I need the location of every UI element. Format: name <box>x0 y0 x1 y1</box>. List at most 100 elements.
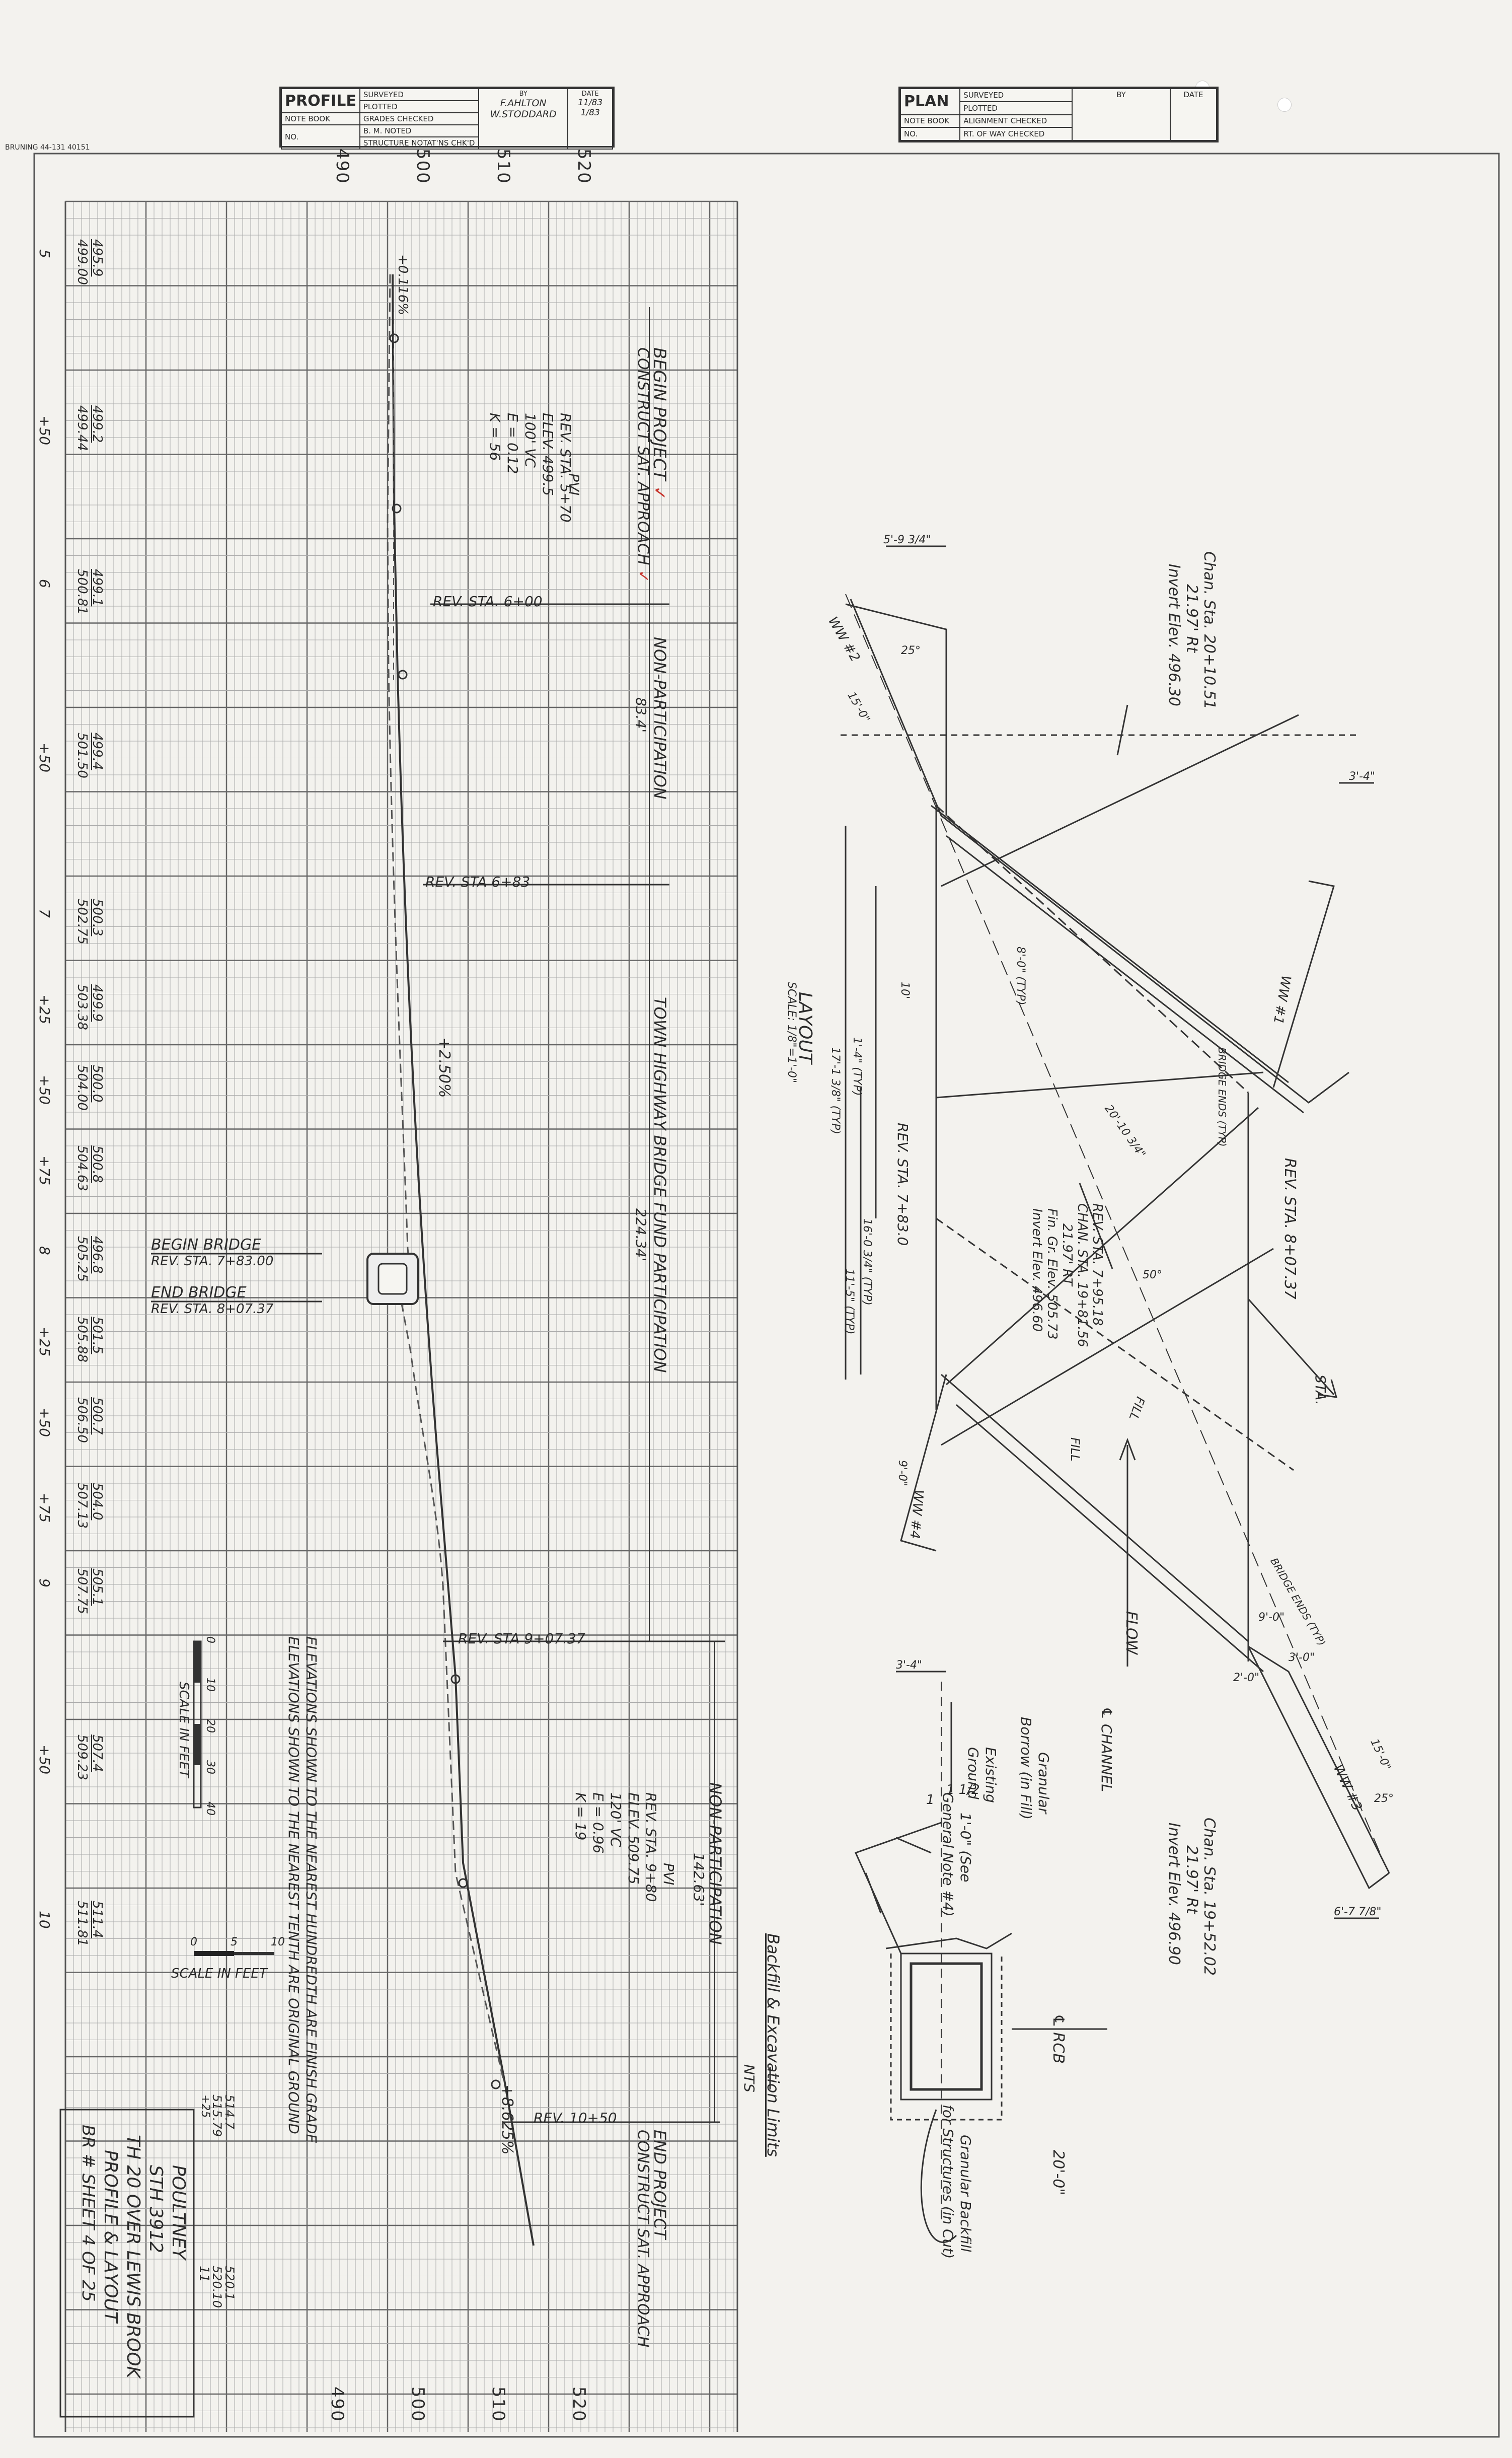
plan-row-plotted: PLOTTED <box>963 103 998 113</box>
pvi-point <box>392 503 402 514</box>
rcb-inner <box>910 1962 983 2091</box>
plan-dimension-label: 1'-4" (TYP) <box>851 1037 863 1096</box>
rev-sta-left: REV. STA. 7+83.0 <box>894 1123 911 1246</box>
elev-axis-490: 490 <box>332 149 352 184</box>
finish-grade-elev: 505.88 <box>74 1317 90 1362</box>
plan-dimension-label: 2'-0" <box>1233 1672 1260 1684</box>
original-ground-elev: 496.8 <box>90 1236 105 1274</box>
granular-leader <box>920 2109 957 2243</box>
pvt-point <box>398 670 408 680</box>
general-note-1: 1'-0" (See <box>957 1813 974 1883</box>
elev-515-79: 515.79 <box>210 2094 224 2137</box>
ww3-inner <box>1248 1645 1390 1873</box>
grade-label-2-50: +2.50% <box>435 1037 453 1098</box>
finish-grade-elev: 499.00 <box>74 239 90 285</box>
skew-line-1 <box>941 714 1299 887</box>
finish-grade-elev: 504.00 <box>74 1065 90 1111</box>
sta-plus-25: +25 <box>199 2094 211 2118</box>
rev-sta-right: REV. STA. 8+07.37 <box>1281 1158 1299 1299</box>
scale-tick-label: 10 <box>204 1678 216 1692</box>
granular-backfill-1: Granular Backfill <box>957 2135 974 2252</box>
station-label: +50 <box>36 1745 53 1775</box>
pvi-1-elev: ELEV. 499.5 <box>540 413 556 496</box>
original-ground-elev: 504.0 <box>90 1483 105 1521</box>
culvert-profile-opening <box>377 1263 408 1295</box>
brand-note: BRUNING 44-131 40151 <box>5 143 90 152</box>
finish-grade-elev: 500.81 <box>74 569 90 615</box>
culvert-wall-b <box>946 835 1304 1114</box>
station-label: +50 <box>36 1407 53 1437</box>
scale-tick-label: 30 <box>204 1760 216 1774</box>
rcb-dimension: 20'-0" <box>1049 2150 1067 2196</box>
fill-slope <box>854 1822 942 1954</box>
plan-dimension-label: 5'-9 3/4" <box>883 534 931 546</box>
date-value-1: 11/83 <box>578 98 603 108</box>
profile-row-plotted: PLOTTED <box>363 102 398 111</box>
finish-grade-elev: 504.63 <box>74 1145 90 1191</box>
by-header: BY <box>519 90 527 98</box>
original-ground-line <box>387 274 504 2080</box>
title-sheet-number: BR # SHEET 4 OF 25 <box>78 2125 98 2302</box>
title-town: POULTNEY <box>168 2165 189 2260</box>
profile-row-grades: GRADES CHECKED <box>363 114 434 123</box>
pvc-point <box>389 333 399 343</box>
town-highway-label: TOWN HIGHWAY BRIDGE FUND PARTICIPATION <box>650 997 669 1373</box>
ww1-outline <box>1272 880 1335 1088</box>
original-ground-elev: 500.7 <box>90 1397 105 1435</box>
original-ground-elev: 495.9 <box>90 239 105 277</box>
scale-tick-label: 5 <box>231 1936 238 1948</box>
end-construct-label: CONSTRUCT SAT. APPROACH <box>634 2130 652 2348</box>
chan-top-leader <box>1116 704 1128 756</box>
profile-left-notebook: NOTE BOOK <box>285 114 330 123</box>
title-sheet-type: PROFILE & LAYOUT <box>100 2150 121 2323</box>
pvi-1-vc: 100' VC <box>522 413 539 468</box>
profile-block-title: PROFILE <box>285 92 356 110</box>
elev-520-10: 520.10 <box>210 2266 224 2308</box>
culvert-wall-a <box>931 805 1289 1083</box>
plan-by-header: BY <box>1116 90 1126 99</box>
sta-arrow-line <box>1247 1298 1335 1396</box>
finish-grade-elev: 499.44 <box>74 405 90 451</box>
begin-project-label: BEGIN PROJECT ✓ <box>649 347 669 500</box>
rcb-label: ℄ RCB <box>1049 2014 1067 2064</box>
station-label: +75 <box>36 1493 53 1523</box>
pvi-2-e: E = 0.96 <box>590 1792 607 1854</box>
original-ground-elev: 501.5 <box>90 1317 105 1354</box>
existing-ground-1: Existing <box>982 1747 999 1803</box>
rcb-outer <box>900 1953 993 2101</box>
finish-grade-elev: 507.13 <box>74 1483 90 1529</box>
elev-axis-520: 520 <box>574 149 594 184</box>
rev-sta-1050-label: REV. 10+50 <box>534 2110 617 2126</box>
nts-label: NTS <box>741 2064 758 2092</box>
pvt-point-2 <box>491 2079 501 2089</box>
pvi-1-k: K = 56 <box>487 413 503 461</box>
ww4-outline <box>900 1374 947 1552</box>
chan-top-offset: 21.97' Rt <box>1183 584 1200 653</box>
center-note-offset: 21.97' RT <box>1060 1223 1075 1286</box>
scale-seg <box>194 1724 201 1765</box>
ground-leader <box>895 1837 932 1854</box>
title-project-number: STH 3912 <box>145 2165 166 2253</box>
culvert-wall-d <box>956 1404 1264 1673</box>
end-bridge-sta: REV. STA. 8+07.37 <box>151 1302 274 1317</box>
elev-axis-510: 510 <box>493 149 513 184</box>
finish-grade-line <box>392 274 535 2246</box>
pvc-point-2 <box>450 1674 461 1684</box>
station-label: +25 <box>36 994 53 1025</box>
culvert-upper-outline <box>850 599 1349 1104</box>
plan-dimension-label: 9'-0" <box>896 1460 909 1487</box>
general-note-2: General Note #4) <box>940 1792 956 1917</box>
plan-dimension-label: 3'-0" <box>1289 1651 1315 1664</box>
plan-dimension-label: 10' <box>898 982 911 999</box>
punch-hole <box>1277 98 1292 112</box>
by-value-1: F.AHLTON <box>500 98 547 109</box>
elevations-note-1: ELEVATIONS SHOWN TO THE NEAREST HUNDREDT… <box>303 1636 320 2143</box>
layout-title: LAYOUT <box>795 992 815 1064</box>
pvi-2-elev: ELEV. 509.75 <box>625 1792 642 1885</box>
pvi-point-2 <box>458 1878 468 1888</box>
granular-borrow-2: Borrow (in Fill) <box>1018 1717 1034 1820</box>
scale-tick-label: 0 <box>204 1636 216 1643</box>
original-ground-elev: 499.4 <box>90 733 105 770</box>
finish-grade-elev: 507.75 <box>74 1568 90 1614</box>
pvi-2-k: K = 19 <box>572 1792 589 1841</box>
